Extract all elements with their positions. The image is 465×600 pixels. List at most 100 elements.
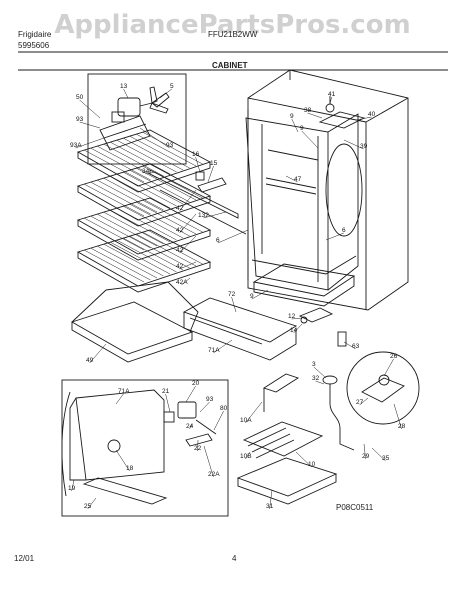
header-publication: 5995606: [18, 41, 50, 50]
leader-c21: [165, 393, 171, 413]
freezer-cabinet: [245, 69, 409, 311]
leader-c49: [89, 343, 107, 364]
leader-c18: [115, 449, 130, 472]
callout-c18: 18: [126, 465, 134, 472]
callout-c132: 132: [198, 212, 209, 219]
callout-c93c: 93: [166, 142, 174, 149]
callout-c3: 3: [312, 361, 316, 368]
light-switch: [195, 171, 227, 193]
leader-c27: [359, 397, 369, 406]
callout-c25: 25: [84, 503, 92, 510]
leader-c31: [269, 489, 273, 510]
header-model: FFU21B2WW: [208, 30, 258, 39]
callout-c41: 41: [328, 91, 336, 98]
drain-detail-circle: [346, 351, 420, 425]
leader-c10B: [245, 451, 251, 460]
leader-c35: [371, 447, 386, 462]
callout-c10: 10: [308, 461, 316, 468]
leader-c12: [291, 317, 303, 320]
leader-c42a: [179, 189, 197, 212]
callout-c10A: 10A: [240, 417, 252, 424]
leader-c20: [185, 385, 196, 403]
wire-basket: [70, 281, 199, 363]
footer-date: 12/01: [14, 554, 35, 563]
callout-c6a: 6: [216, 237, 220, 244]
leader-c22A: [203, 445, 214, 478]
leader-c38: [307, 112, 323, 119]
callout-c42a: 42: [176, 205, 184, 212]
callout-c21: 21: [162, 388, 170, 395]
leader-c93c: [139, 127, 170, 149]
leader-c5: [159, 88, 172, 99]
callout-c32: 32: [312, 375, 320, 382]
leader-c93d: [199, 401, 210, 413]
callout-c40: 40: [368, 111, 376, 118]
leader-c10A: [245, 401, 263, 424]
leader-c3: [313, 366, 327, 379]
leader-c6a: [217, 229, 249, 244]
leader-c47: [285, 175, 298, 183]
callout-c47: 47: [294, 176, 302, 183]
callout-c93a: 93: [76, 116, 84, 123]
defrost-heater: [242, 373, 324, 459]
callout-c14: 14: [290, 327, 298, 334]
callout-c42A: 42A: [176, 279, 188, 286]
leader-c6b: [325, 232, 344, 241]
leader-lines: [71, 88, 402, 510]
callout-c49: 49: [86, 357, 94, 364]
leader-c42b: [179, 213, 197, 234]
leader-c28: [393, 403, 402, 430]
callout-c9a: 9: [290, 113, 294, 120]
callout-c50: 50: [76, 94, 84, 101]
leader-c80: [213, 410, 224, 431]
callout-c38: 38: [304, 107, 312, 114]
shelf-rail: [149, 169, 247, 235]
callout-c42d: 42: [176, 263, 184, 270]
leader-c42d: [179, 261, 197, 270]
leveling-leg: [337, 331, 347, 347]
leader-c93a: [79, 121, 101, 129]
kickplate: [182, 297, 298, 361]
callout-c28: 28: [398, 423, 406, 430]
callout-c34: 34: [142, 168, 150, 175]
leader-c9a: [291, 118, 299, 133]
header-section: CABINET: [212, 61, 248, 70]
callout-c93d: 93: [206, 396, 214, 403]
leader-c40: [355, 116, 372, 121]
leader-c132: [203, 211, 227, 219]
figure-code: P08C0511: [336, 503, 374, 512]
leader-c42c: [179, 235, 197, 254]
leader-c29: [363, 443, 366, 460]
power-cord: [322, 375, 355, 451]
callout-c42b: 42: [176, 227, 184, 234]
leader-c14: [293, 323, 303, 334]
drip-tray: [236, 457, 338, 505]
callout-c71Ab: 71A: [118, 388, 130, 395]
header-brand: Frigidaire: [18, 30, 52, 39]
callout-c10B: 10B: [240, 453, 252, 460]
leader-c71Aa: [213, 339, 233, 354]
wire-shelves: [76, 129, 212, 293]
callout-c22A: 22A: [208, 471, 220, 478]
callout-c26: 26: [390, 353, 398, 360]
leader-c15: [207, 165, 214, 183]
leader-c34: [145, 171, 157, 175]
callout-c15: 15: [210, 160, 218, 167]
callout-c80: 80: [220, 405, 228, 412]
callout-c24: 24: [186, 423, 194, 430]
callout-c63: 63: [352, 343, 360, 350]
control-inset-box: [61, 379, 229, 517]
footer-page: 4: [232, 554, 237, 563]
leader-c32: [315, 380, 325, 385]
callout-c71Aa: 71A: [208, 347, 220, 354]
leader-c42A: [181, 277, 191, 286]
callout-c6b: 6: [342, 227, 346, 234]
fan-inset-box: [87, 73, 187, 165]
leader-c10: [295, 451, 312, 468]
shelf-wires: [83, 131, 203, 283]
callout-c20: 20: [192, 380, 200, 387]
callout-c19: 19: [68, 485, 76, 492]
callout-c9c: 9: [250, 293, 254, 300]
bottom-hinge: [298, 307, 334, 324]
